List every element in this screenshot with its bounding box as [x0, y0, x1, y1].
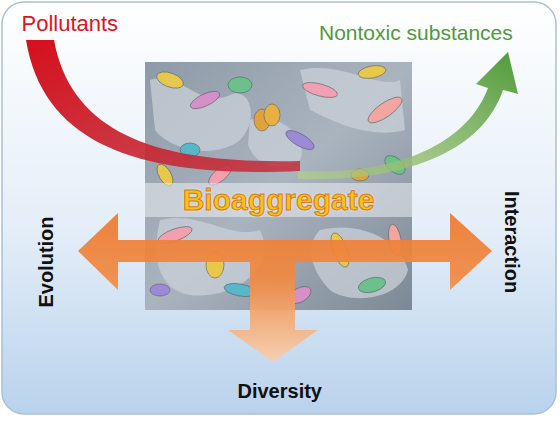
input-label: Pollutants — [22, 13, 119, 35]
output-label: Nontoxic substances — [319, 22, 513, 43]
axis-label: Diversity — [238, 381, 323, 401]
nontoxic-arrow — [298, 52, 518, 179]
title-band: Bioaggregate — [145, 183, 412, 217]
panel-shape — [2, 2, 556, 414]
axis-label: Interaction — [502, 191, 522, 293]
axis-label: Evolution — [35, 216, 55, 307]
pollutant-arrow — [26, 40, 300, 172]
node-title: Bioaggregate — [183, 183, 375, 217]
evolution-interaction-diversity-arrow — [78, 213, 492, 362]
